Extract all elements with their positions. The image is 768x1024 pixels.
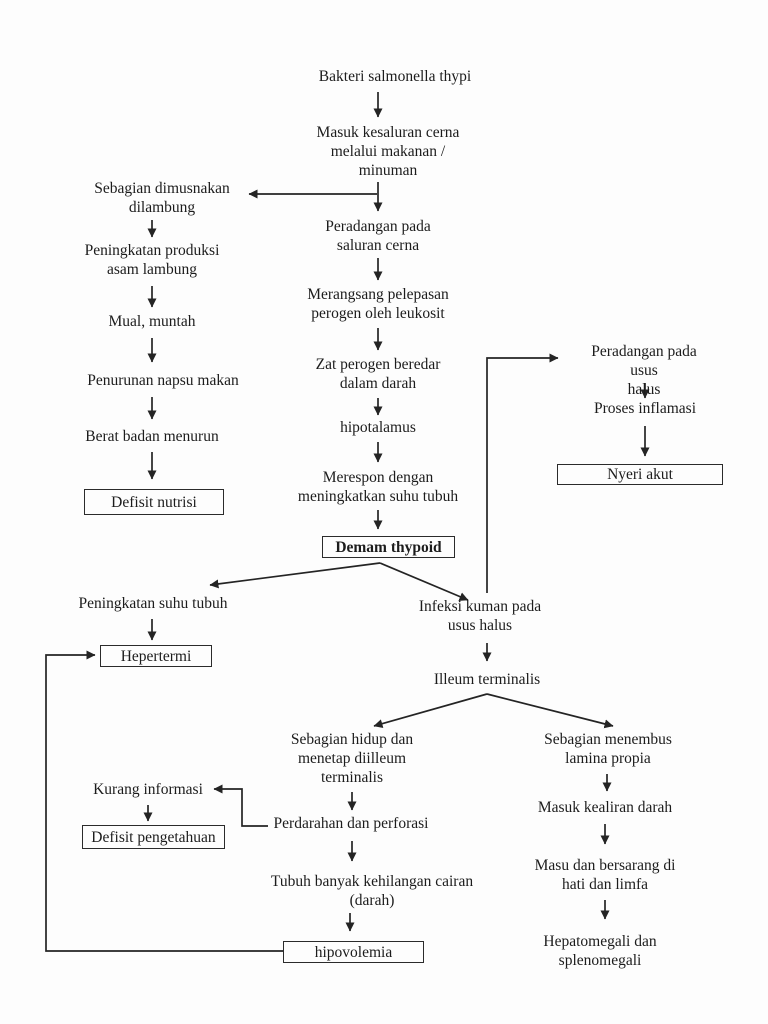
node-hepatomegali-splenomegali: Hepatomegali dan splenomegali	[543, 933, 657, 969]
node-peradangan-saluran-cerna: Peradangan pada saluran cerna	[325, 218, 431, 254]
box-hipovolemia: hipovolemia	[283, 941, 424, 963]
node-bakteri-salmonella-thypi: Bakteri salmonella thypi	[318, 68, 472, 85]
node-zat-perogen-beredar: Zat perogen beredar dalam darah	[315, 356, 441, 392]
node-sebagian-hidup-menetap: Sebagian hidup dan menetap diilleum term…	[290, 731, 414, 786]
node-sebagian-dimusnakan-dilambung: Sebagian dimusnakan dilambung	[94, 180, 230, 216]
box-defisit-nutrisi: Defisit nutrisi	[84, 489, 224, 515]
node-merespon-meningkatkan-suhu: Merespon dengan meningkatkan suhu tubuh	[297, 469, 459, 505]
node-infeksi-kuman-usus-halus: Infeksi kuman pada usus halus	[418, 598, 542, 634]
node-masu-bersarang-hati-limfa: Masu dan bersarang di hati dan limfa	[534, 857, 676, 893]
node-merangsang-pelepasan-perogen: Merangsang pelepasan perogen oleh leukos…	[307, 286, 449, 322]
node-proses-inflamasi: Proses inflamasi	[593, 400, 697, 417]
arrow-demam-to-peningkatan-suhu	[209, 562, 381, 589]
node-mual-muntah: Mual, muntah	[108, 313, 196, 330]
node-illeum-terminalis: Illeum terminalis	[433, 671, 541, 688]
arrow-demam-to-infeksi	[379, 562, 469, 601]
arrow-perdarahan-to-kurang-informasi	[213, 784, 268, 827]
box-nyeri-akut: Nyeri akut	[557, 464, 723, 485]
node-masuk-kesaluran-cerna: Masuk kesaluran cerna melalui makanan / …	[316, 124, 460, 179]
box-demam-thypoid: Demam thypoid	[322, 536, 455, 558]
node-perdarahan-perforasi: Perdarahan dan perforasi	[273, 815, 429, 832]
arrow-illeum-to-sebagian-menembus	[486, 693, 614, 729]
node-penurunan-napsu-makan: Penurunan napsu makan	[87, 372, 239, 389]
box-defisit-pengetahuan: Defisit pengetahuan	[82, 825, 225, 849]
node-hipotalamus: hipotalamus	[340, 419, 416, 436]
node-berat-badan-menurun: Berat badan menurun	[85, 428, 219, 445]
arrow-hipovolemia-to-hepertermi	[45, 650, 283, 952]
node-peningkatan-suhu-tubuh: Peningkatan suhu tubuh	[78, 595, 228, 612]
node-peradangan-usus-halus: Peradangan pada usus halus	[591, 343, 697, 398]
node-kurang-informasi: Kurang informasi	[93, 781, 203, 798]
node-peningkatan-produksi-asam: Peningkatan produksi asam lambung	[84, 242, 220, 278]
box-hepertermi: Hepertermi	[100, 645, 212, 667]
node-tubuh-kehilangan-cairan: Tubuh banyak kehilangan cairan (darah)	[270, 873, 474, 909]
node-masuk-kealiran-darah: Masuk kealiran darah	[537, 799, 673, 816]
node-sebagian-menembus-lamina: Sebagian menembus lamina propia	[544, 731, 672, 767]
arrow-infeksi-to-peradangan-usus	[486, 353, 559, 593]
arrow-illeum-to-sebagian-hidup	[373, 693, 488, 729]
